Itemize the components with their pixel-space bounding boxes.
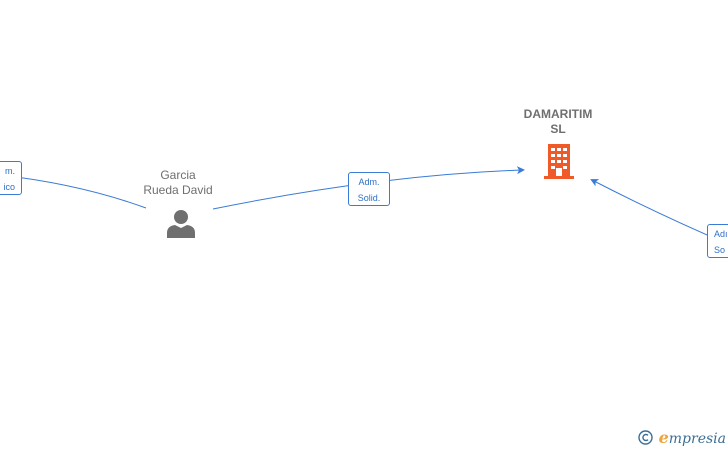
brand-name-rest: mpresia xyxy=(668,430,726,447)
company-name-line2: SL xyxy=(550,122,566,136)
person-node-label[interactable]: Garcia Rueda David xyxy=(128,168,228,198)
edge-label-center[interactable]: Adm. Solid. xyxy=(348,172,390,206)
edge-label-center-line1: Adm. xyxy=(358,177,380,187)
person-icon[interactable] xyxy=(166,208,196,238)
brand-watermark: empresia xyxy=(637,428,726,447)
company-name-line1: DAMARITIM xyxy=(523,107,593,121)
edge-label-right-line1: Adı xyxy=(714,229,728,239)
person-name-line2: Rueda David xyxy=(143,183,213,197)
copyright-icon xyxy=(637,429,653,445)
edge-label-right[interactable]: Adı So xyxy=(707,224,728,258)
edge-label-left-line2: ico xyxy=(3,182,15,192)
building-icon[interactable] xyxy=(543,143,575,179)
brand-logo: empresia xyxy=(659,428,726,447)
edge-label-left[interactable]: m. ico xyxy=(0,161,22,195)
edge-label-center-line2: Solid. xyxy=(357,193,381,203)
edge-label-left-line1: m. xyxy=(5,166,15,176)
company-node-label[interactable]: DAMARITIM SL xyxy=(508,107,608,137)
brand-initial: e xyxy=(658,427,669,447)
edge-label-right-line2: So xyxy=(714,245,726,255)
person-name-line1: Garcia xyxy=(160,168,196,182)
